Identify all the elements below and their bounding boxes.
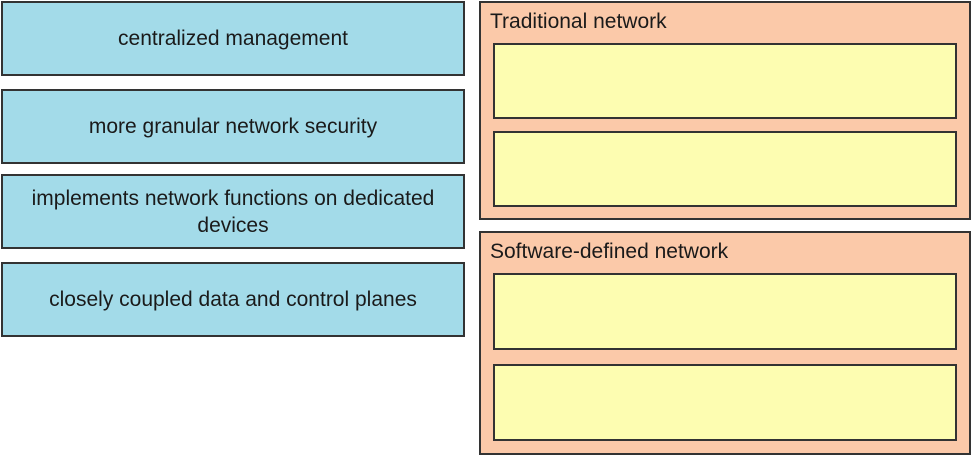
category-software-defined-network: Software-defined network xyxy=(479,231,971,455)
drag-item-label: centralized management xyxy=(118,27,348,50)
drag-item-centralized-management[interactable]: centralized management xyxy=(1,1,465,76)
drag-item-label: closely coupled data and control planes xyxy=(49,288,417,311)
drag-item-dedicated-devices[interactable]: implements network functions on dedicate… xyxy=(1,174,465,249)
drop-slot-sdn-2[interactable] xyxy=(493,364,957,441)
category-title: Software-defined network xyxy=(490,240,729,263)
drop-slot-traditional-2[interactable] xyxy=(493,131,957,207)
drag-item-granular-security[interactable]: more granular network security xyxy=(1,89,465,164)
drop-slot-traditional-1[interactable] xyxy=(493,43,957,119)
drag-item-label: more granular network security xyxy=(88,115,378,138)
drop-slot-sdn-1[interactable] xyxy=(493,273,957,350)
drag-item-coupled-planes[interactable]: closely coupled data and control planes xyxy=(1,262,465,337)
category-title: Traditional network xyxy=(490,10,667,33)
drag-item-label: implements network functions on dedicate… xyxy=(31,186,435,237)
category-traditional-network: Traditional network xyxy=(479,1,971,220)
